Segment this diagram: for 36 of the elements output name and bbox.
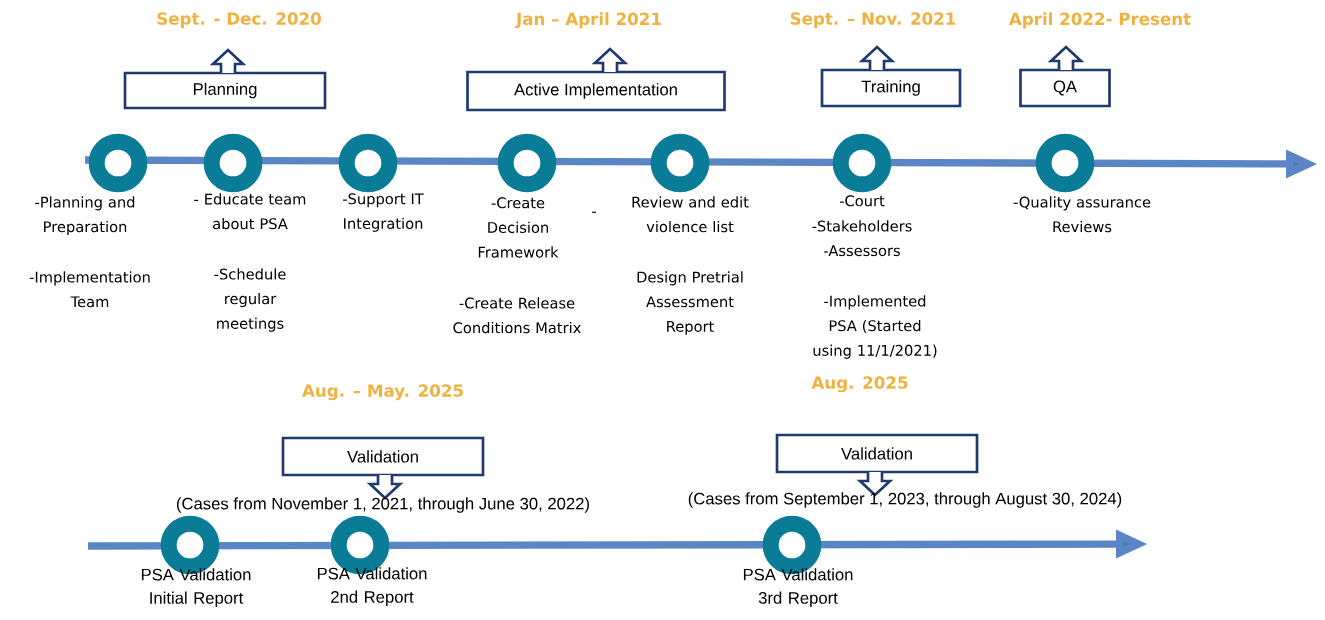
date-range-note: (Cases from November 1, 2021, through June 30, 2022) — [176, 497, 589, 513]
callout-box: QA — [1019, 45, 1111, 108]
milestone-note: -Stakeholders — [812, 220, 912, 232]
milestone-note: PSA Validation 3rd Report — [743, 568, 853, 608]
callout-box: Active Implementation — [466, 47, 726, 112]
milestone-note: PSA Validation 2nd Report — [317, 567, 427, 607]
date-label: Aug. 2025 — [811, 376, 908, 393]
milestone-note: -Create Decision Framework — [478, 197, 559, 258]
callout-box: Training — [820, 45, 962, 108]
milestone-ring — [203, 133, 263, 193]
date-label: Jan – April 2021 — [515, 12, 661, 29]
milestone-note: -Create Release Conditions Matrix — [453, 297, 581, 334]
callout-box: Planning — [123, 48, 327, 110]
milestone-note: -Quality assurance Reviews — [1013, 196, 1151, 233]
date-label: Sept. - Dec. 2020 — [157, 12, 321, 29]
milestone-note: -Implementation Team — [29, 271, 150, 308]
date-label: Sept. – Nov. 2021 — [790, 12, 956, 29]
milestone-note: -Court — [839, 195, 885, 207]
milestone-note: -Planning and Preparation — [35, 196, 135, 236]
milestone-ring — [88, 133, 148, 193]
milestone-note: -Support IT Integration — [343, 193, 424, 232]
milestone-ring — [650, 133, 710, 193]
milestone-ring — [497, 133, 557, 193]
milestone-note: -Schedule regular meetings — [214, 268, 286, 332]
milestone-note: PSA Validation Initial Report — [141, 568, 251, 608]
milestone-note: - Educate team about PSA — [194, 193, 306, 230]
milestone-note: Review and edit violence list — [632, 196, 749, 233]
milestone-ring — [338, 133, 398, 193]
date-label: April 2022- Present — [1009, 12, 1191, 29]
bullet-dash: - — [592, 211, 596, 213]
milestone-ring — [1035, 133, 1095, 193]
milestone-note: -Implemented PSA (Started using 11/1/2021) — [813, 295, 937, 359]
date-label: Aug. – May. 2025 — [302, 384, 463, 401]
milestone-note: -Assessors — [824, 245, 900, 257]
milestone-ring — [832, 133, 892, 193]
milestone-note: Design Pretrial Assessment Report — [637, 271, 743, 335]
